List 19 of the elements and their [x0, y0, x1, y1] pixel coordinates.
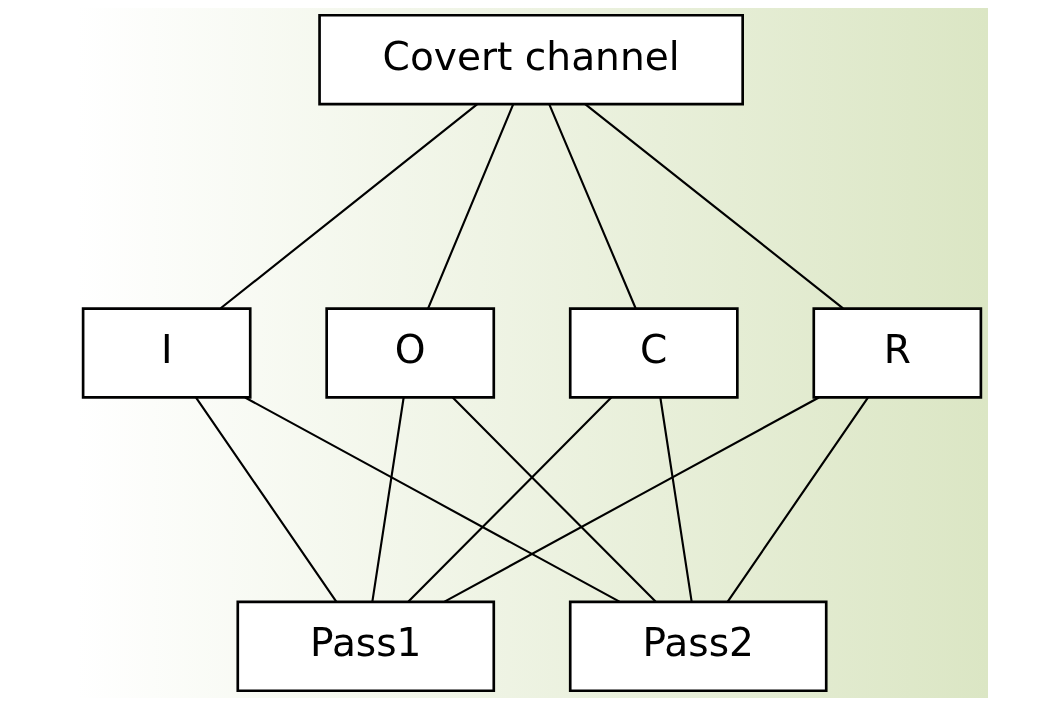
- connector: [547, 103, 637, 309]
- connector: [726, 396, 869, 603]
- node-box: Pass1: [235, 600, 495, 693]
- node-box: O: [324, 307, 495, 399]
- node-box: Covert channel: [317, 13, 744, 106]
- connector: [407, 396, 612, 603]
- connector: [370, 397, 405, 602]
- connector: [584, 103, 844, 310]
- node-box: Pass2: [568, 600, 828, 693]
- node-box: C: [568, 307, 739, 399]
- node-box: R: [811, 307, 982, 399]
- connector: [194, 396, 337, 603]
- connector: [443, 396, 819, 603]
- connector: [219, 103, 478, 310]
- connector: [244, 396, 620, 603]
- node-box: I: [81, 307, 252, 399]
- connector: [451, 396, 656, 603]
- connector: [426, 103, 514, 309]
- connector: [658, 397, 693, 602]
